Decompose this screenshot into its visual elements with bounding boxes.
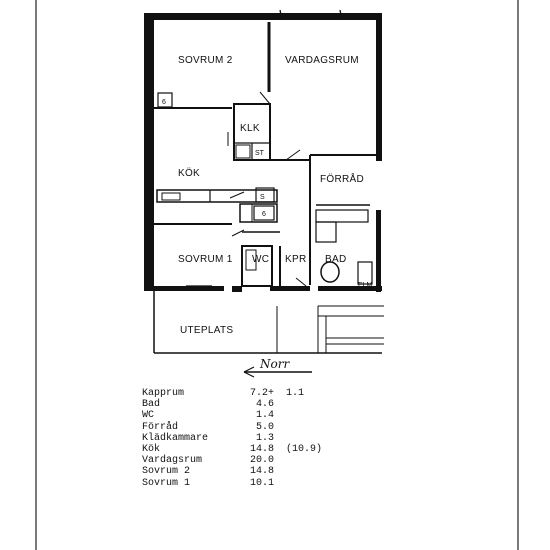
- area-row: Klädkammare 1.3: [142, 433, 346, 444]
- area-row: Kapprum 7.2+ 1.1: [142, 388, 346, 399]
- area-value: 7.2+: [249, 388, 274, 399]
- area-extra: [274, 478, 346, 489]
- area-extra: [274, 433, 346, 444]
- room-bad: BAD: [325, 254, 346, 265]
- area-name: WC: [142, 410, 155, 422]
- room-kpr: KPR: [285, 254, 306, 265]
- area-value: 14.8: [249, 444, 274, 456]
- area-extra: [274, 399, 346, 410]
- room-uteplats: UTEPLATS: [180, 325, 233, 336]
- north-arrow: Norr: [243, 357, 312, 378]
- area-name: Vardagsrum: [142, 455, 203, 467]
- area-row: Bad 4.6: [142, 399, 346, 410]
- area-extra: (10.9): [286, 444, 323, 456]
- area-value: 1.4: [255, 410, 274, 422]
- area-value: 10.1: [249, 477, 274, 489]
- room-wc: WC: [252, 254, 269, 265]
- area-row: Förråd 5.0: [142, 422, 346, 433]
- fixture-six-b: 6: [262, 211, 266, 218]
- room-forrad: FÖRRÅD: [320, 172, 364, 185]
- fixture-st: ST: [255, 150, 265, 157]
- area-row: Sovrum 1 10.1: [142, 478, 346, 489]
- area-row: Sovrum 2 14.8: [142, 466, 346, 477]
- north-label: Norr: [259, 357, 290, 371]
- room-vardagsrum: VARDAGSRUM: [285, 55, 359, 66]
- fixture-el: ELM: [358, 282, 373, 289]
- area-extra: [274, 410, 346, 421]
- area-row: WC 1.4: [142, 410, 346, 421]
- area-value: 20.0: [249, 455, 274, 467]
- uteplats-outline: [153, 291, 384, 354]
- area-extra: [274, 455, 346, 466]
- area-name: Kök: [142, 444, 161, 456]
- area-name: Förråd: [142, 421, 179, 433]
- room-sovrum-1: SOVRUM 1: [178, 254, 233, 265]
- area-value: 1.3: [255, 432, 274, 444]
- room-klk: KLK: [240, 123, 260, 134]
- area-row: Kök 14.8 (10.9): [142, 444, 346, 455]
- area-name: Kapprum: [142, 388, 185, 399]
- area-name: Bad: [142, 399, 161, 411]
- area-extra: [274, 466, 346, 477]
- area-value: 14.8: [249, 466, 274, 478]
- fixture-s: S: [260, 194, 265, 201]
- windows: [186, 9, 343, 287]
- area-value: 5.0: [255, 421, 274, 433]
- area-row: Vardagsrum 20.0: [142, 455, 346, 466]
- area-extra: 1.1: [286, 388, 305, 399]
- fixture-six-a: 6: [162, 99, 166, 106]
- area-name: Sovrum 2: [142, 466, 191, 478]
- walls: [144, 13, 382, 292]
- interior-walls: [154, 22, 376, 287]
- area-name: Klädkammare: [142, 432, 209, 444]
- area-value: 4.6: [255, 399, 274, 411]
- area-extra: [274, 422, 346, 433]
- room-kok: KÖK: [178, 167, 200, 179]
- room-sovrum-2: SOVRUM 2: [178, 55, 233, 66]
- area-name: Sovrum 1: [142, 477, 191, 489]
